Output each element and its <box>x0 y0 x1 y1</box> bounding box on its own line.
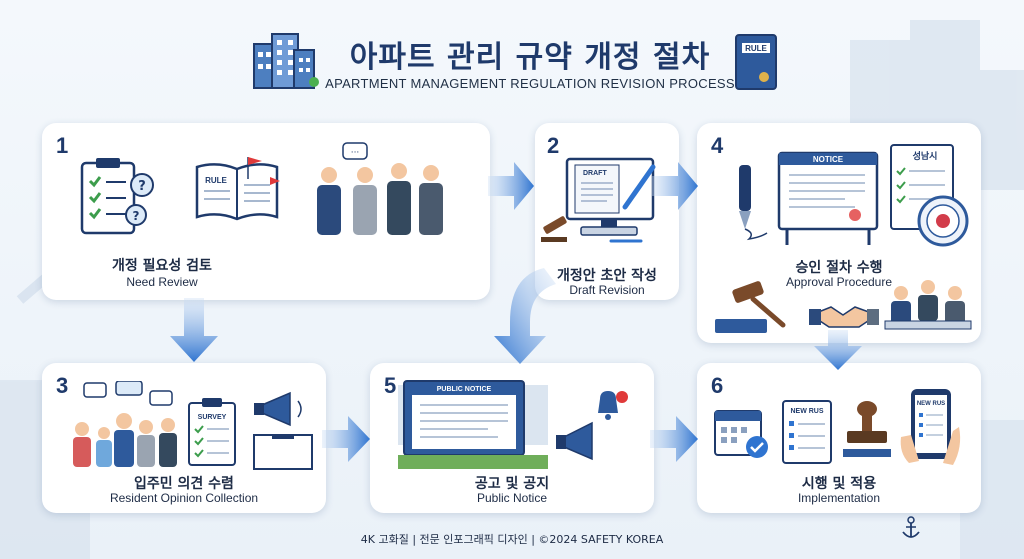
svg-text:···: ··· <box>351 148 360 158</box>
step-card-public-notice: 5 PUBLIC NOTICE 공고 및 공지 Public Notice <box>370 363 654 513</box>
header: 아파트 관리 규약 개정 절차 APARTMENT MANAGEMENT REG… <box>0 0 1024 110</box>
step-label-ko: 입주민 의견 수렴 <box>134 476 234 492</box>
arrow-1-to-2 <box>488 162 534 210</box>
step-label-ko: 공고 및 공지 <box>474 476 550 492</box>
open-rule-book-icon: RULE <box>195 157 280 221</box>
public-notice-label: PUBLIC NOTICE <box>437 386 492 393</box>
step-label-en: Approval Procedure <box>785 275 893 289</box>
notice-board-label: NOTICE <box>813 155 844 164</box>
step-number: 3 <box>56 373 69 398</box>
step-number: 2 <box>547 133 560 158</box>
computer-draft-icon: DRAFT <box>541 157 656 243</box>
gavel-icon <box>715 281 786 333</box>
anchor-icon <box>902 516 920 538</box>
step-number: 5 <box>384 373 397 398</box>
checklist-clipboard-icon: ? ? <box>80 158 154 235</box>
step-card-draft-revision: 2 DRAFT 개정안 초안 작성 Draft Revision <box>535 123 679 300</box>
step-label-en: Draft Revision <box>569 283 645 297</box>
apartment-building-icon <box>253 33 319 89</box>
public-notice-board-icon: PUBLIC NOTICE <box>398 380 548 469</box>
rule-book-page-label: RULE <box>205 176 227 185</box>
svg-text:?: ? <box>138 179 146 194</box>
page-subtitle: APARTMENT MANAGEMENT REGULATION REVISION… <box>325 76 735 91</box>
rule-book-icon: RULE <box>735 34 777 90</box>
survey-clipboard-icon: SURVEY <box>188 398 236 466</box>
arrow-1-to-3 <box>170 298 218 362</box>
residents-group-icon <box>73 381 177 467</box>
step-card-resident-opinion: 3 SURVEY 입주민 의견 수렴 Resident Opinion Coll… <box>42 363 326 513</box>
step-card-approval-procedure: 4 NOTICE 성남시 승인 절차 수행 Approval Procedure <box>697 123 981 343</box>
megaphone-bell-icon <box>556 391 628 461</box>
calendar-check-icon <box>714 410 768 458</box>
committee-meeting-icon <box>884 280 972 330</box>
step-label-ko: 승인 절차 수행 <box>795 260 883 276</box>
city-seal-label: 성남시 <box>913 150 938 162</box>
new-rules-document-icon: NEW RUS <box>782 400 832 464</box>
megaphone-ballot-box-icon <box>253 391 313 470</box>
step-label-ko: 개정 필요성 검토 <box>112 258 212 274</box>
step-label-en: Implementation <box>797 491 881 505</box>
page-title: 아파트 관리 규약 개정 절차 <box>349 40 711 75</box>
arrow-2-to-4 <box>652 162 698 210</box>
arrow-3-to-5 <box>322 416 370 462</box>
city-seal-document-icon: 성남시 <box>890 144 969 247</box>
notice-board-icon: NOTICE <box>777 151 879 245</box>
step-label-ko: 개정안 초안 작성 <box>557 268 657 284</box>
survey-label: SURVEY <box>198 414 227 421</box>
new-rules-label: NEW RUS <box>790 408 823 415</box>
screen-draft-label: DRAFT <box>583 170 607 177</box>
step-number: 4 <box>711 133 724 158</box>
arrow-2-to-5 <box>494 268 556 364</box>
handshake-icon <box>809 306 879 328</box>
step-label-en: Public Notice <box>476 491 548 505</box>
arrow-4-to-6 <box>814 330 862 370</box>
step-card-need-review: 1 ? ? RULE ··· 개정 필요성 검토 Need Review <box>42 123 490 300</box>
footer-credits: 4K 고화질 | 전문 인포그래픽 디자인 | ©2024 SAFETY KOR… <box>360 533 664 546</box>
stamp-icon <box>843 401 891 457</box>
svg-text:?: ? <box>133 209 140 223</box>
rule-book-label: RULE <box>745 44 767 53</box>
arrow-5-to-6 <box>650 416 698 462</box>
step-number: 6 <box>711 373 724 398</box>
step-card-implementation: 6 NEW RUS NEW RUS 시행 및 적용 Implementation <box>697 363 981 513</box>
step-label-en: Resident Opinion Collection <box>109 491 259 505</box>
smartphone-icon: NEW RUS <box>900 389 961 465</box>
team-meeting-icon: ··· <box>317 142 443 235</box>
step-label-en: Need Review <box>126 275 198 289</box>
step-label-ko: 시행 및 적용 <box>801 476 877 492</box>
phone-screen-label: NEW RUS <box>917 401 945 407</box>
step-number: 1 <box>56 133 69 158</box>
fountain-pen-icon <box>739 165 768 241</box>
